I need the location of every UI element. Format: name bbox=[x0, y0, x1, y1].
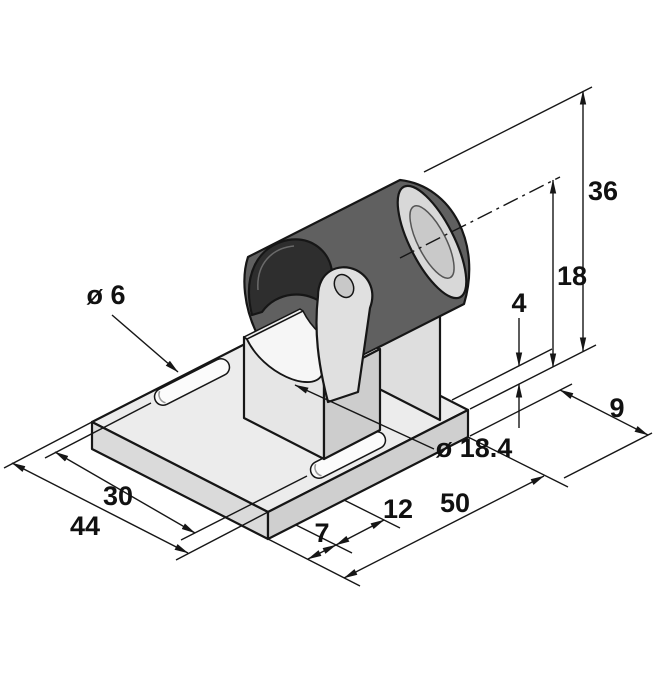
dim-label-plate-width: 44 bbox=[70, 511, 100, 541]
clamp-saddle-highlight bbox=[257, 245, 295, 291]
clamp-arm bbox=[315, 266, 374, 404]
dimension-line-plate-length bbox=[343, 475, 545, 579]
extension-line-plate-front-corner bbox=[175, 511, 269, 561]
extension-line-plate-right-corner bbox=[467, 436, 569, 488]
extension-line-plate-top bbox=[469, 344, 597, 410]
extension-line-plate-left-corner bbox=[3, 421, 93, 469]
dimension-line-slot-length bbox=[335, 519, 385, 546]
dim-label-flange-width: 9 bbox=[609, 393, 624, 423]
extension-line-slot-front bbox=[180, 475, 308, 541]
pedestal-top-strip-left bbox=[243, 308, 304, 340]
dim-label-plate-length: 50 bbox=[440, 488, 470, 518]
extension-line-flange bbox=[563, 432, 653, 479]
leader-line-slot-diameter bbox=[111, 314, 179, 373]
clamp-saddle-black bbox=[247, 238, 334, 317]
slot-inner-edge bbox=[314, 463, 322, 477]
mounting-slot-left bbox=[153, 357, 231, 407]
dim-label-slot-diameter: ø 6 bbox=[86, 280, 125, 310]
dim-label-slot-length: 12 bbox=[383, 494, 413, 524]
leader-line-bore-diameter bbox=[294, 384, 435, 450]
dimension-line-flange-width bbox=[559, 389, 649, 436]
extension-line-plate-bottom bbox=[469, 383, 573, 437]
centerline-sensor-axis bbox=[399, 176, 561, 259]
extension-line-top bbox=[423, 86, 593, 173]
clamp-screw bbox=[333, 273, 355, 299]
extension-line-slot-near-end bbox=[295, 524, 353, 554]
dim-label-bore-diameter: ø 18.4 bbox=[436, 433, 513, 463]
dim-label-slot-edge-offset: 7 bbox=[314, 518, 329, 548]
dim-label-total-height: 36 bbox=[588, 176, 618, 206]
dim-label-slot-spacing: 30 bbox=[103, 481, 133, 511]
slot-inner-edge bbox=[158, 390, 166, 404]
extension-line-slot-left bbox=[44, 402, 152, 459]
extension-line-step bbox=[451, 348, 553, 401]
dimension-line-slot-edge-offset bbox=[307, 544, 337, 560]
dim-label-axis-height: 18 bbox=[557, 261, 587, 291]
dim-label-step-height: 4 bbox=[511, 288, 526, 318]
dimension-line-plate-width bbox=[11, 462, 189, 554]
